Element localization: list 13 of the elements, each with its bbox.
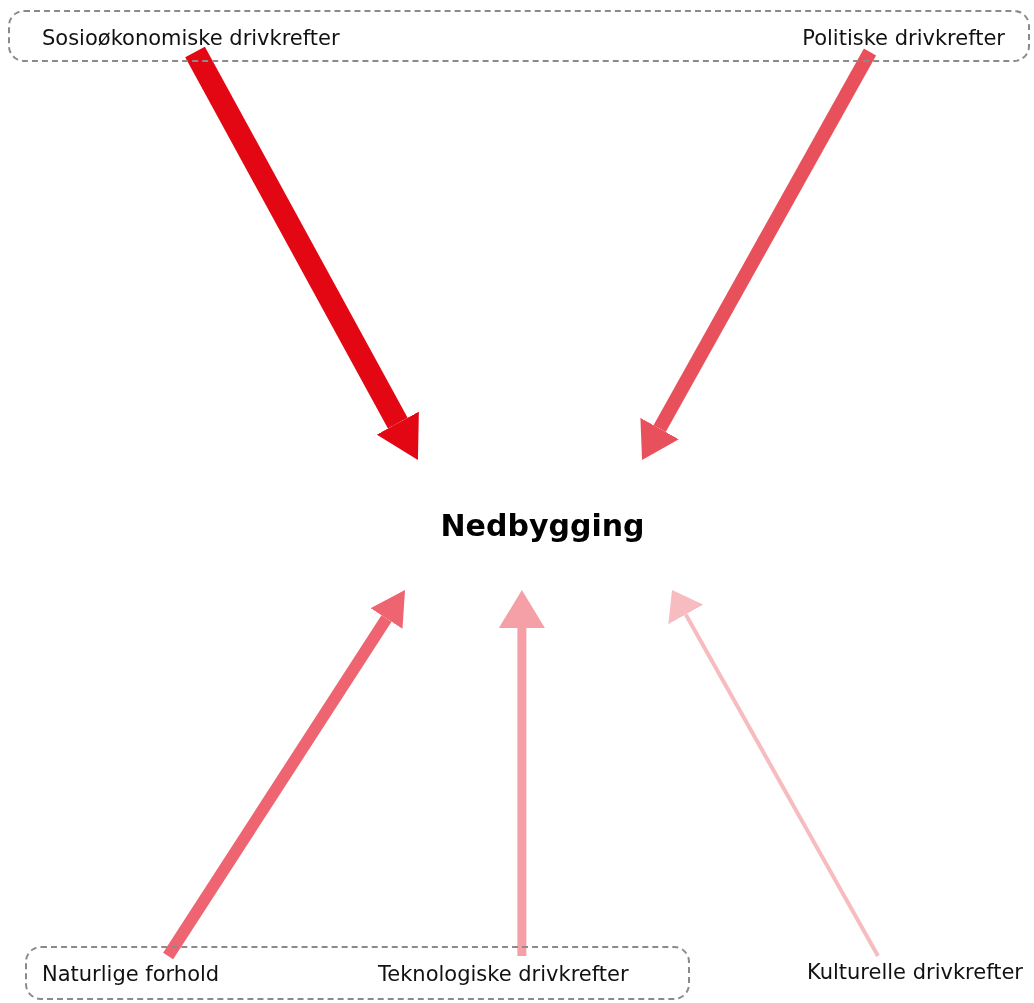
arrow <box>498 590 545 956</box>
central-label: Nedbygging <box>440 507 645 543</box>
arrow <box>185 46 419 460</box>
arrow <box>668 590 880 957</box>
driver-label: Naturlige forhold <box>42 958 252 990</box>
driver-label: Sosioøkonomiske drivkrefter <box>42 22 382 54</box>
dashed-group-outline <box>25 946 690 1000</box>
driver-label: Politiske drivkrefter <box>770 22 1005 54</box>
arrow <box>640 48 877 460</box>
arrow <box>163 590 405 960</box>
driver-label: Kulturelle drivkrefter <box>773 956 1023 988</box>
driver-label: Teknologiske drivkrefter <box>378 958 668 990</box>
dashed-group-outline <box>8 10 1030 62</box>
